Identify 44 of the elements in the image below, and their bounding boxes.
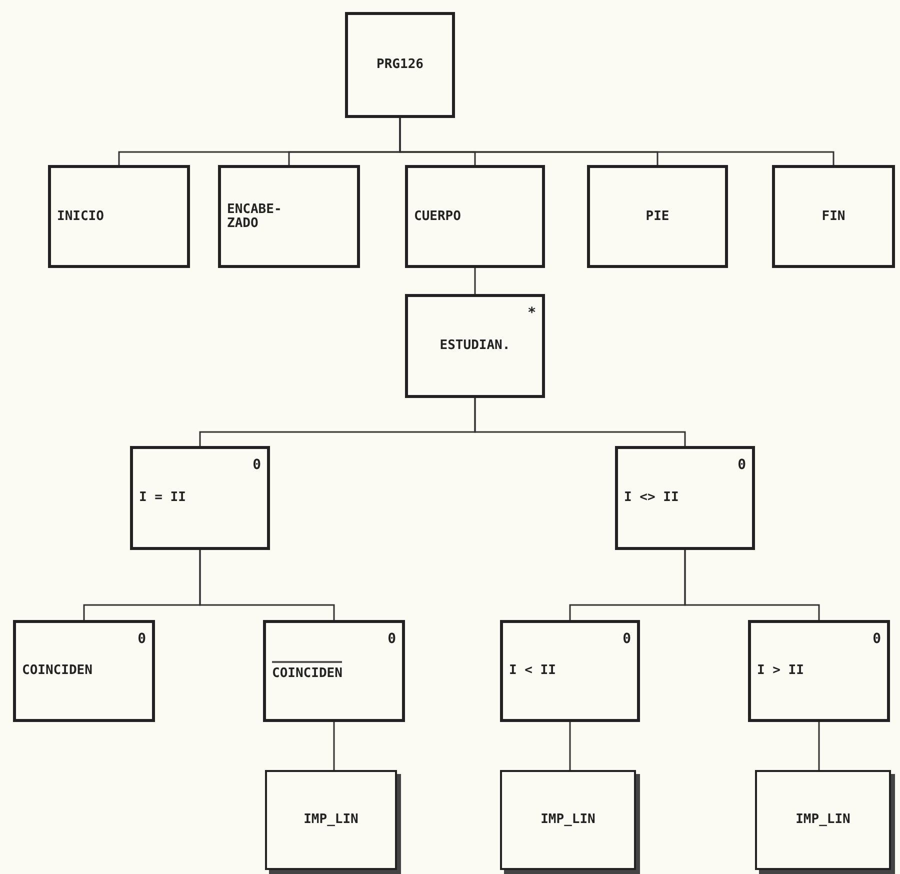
process-box: [615, 446, 755, 550]
process-box: [748, 620, 890, 722]
connector-line: [569, 722, 571, 770]
process-box: [405, 294, 545, 398]
process-box: [13, 620, 155, 722]
type-marker: *: [528, 305, 536, 321]
box-label: PIE: [646, 210, 670, 224]
connector-line: [474, 398, 686, 446]
connector-line: [399, 118, 834, 165]
process-box: [218, 165, 360, 268]
box-label: I < II: [509, 664, 556, 678]
box-label: COINCIDEN: [22, 664, 92, 678]
box-label: IMP_LIN: [540, 813, 596, 827]
box-label: I > II: [757, 664, 804, 678]
process-box: [263, 620, 405, 722]
type-marker: 0: [138, 631, 146, 647]
connector-line: [818, 722, 820, 770]
type-marker: 0: [738, 457, 746, 473]
type-marker: 0: [388, 631, 396, 647]
box-label: I <> II: [624, 491, 679, 505]
process-box: [345, 12, 455, 118]
type-marker: 0: [252, 457, 261, 473]
connector-line: [199, 550, 335, 620]
process-box: [130, 446, 270, 550]
type-marker: 0: [622, 631, 631, 647]
box-label: ENCABE- ZADO: [227, 202, 283, 230]
box-label: CUERPO: [414, 210, 461, 224]
connector-line: [333, 722, 335, 770]
box-label: I = II: [139, 491, 186, 505]
process-box: [405, 165, 545, 268]
box-label: COINCIDEN: [272, 661, 342, 681]
process-box: [500, 620, 640, 722]
process-box: [48, 165, 190, 268]
box-label: ESTUDIAN.: [440, 339, 510, 353]
process-box: [587, 165, 728, 268]
box-label: IMP_LIN: [304, 813, 358, 827]
box-label: PRG126: [376, 58, 424, 72]
connector-line: [684, 550, 820, 620]
box-label: FIN: [822, 210, 846, 224]
box-label: INICIO: [57, 210, 104, 224]
type-marker: 0: [872, 631, 881, 647]
box-label: IMP_LIN: [796, 813, 850, 827]
process-box: [772, 165, 895, 268]
connector-line: [474, 268, 476, 294]
